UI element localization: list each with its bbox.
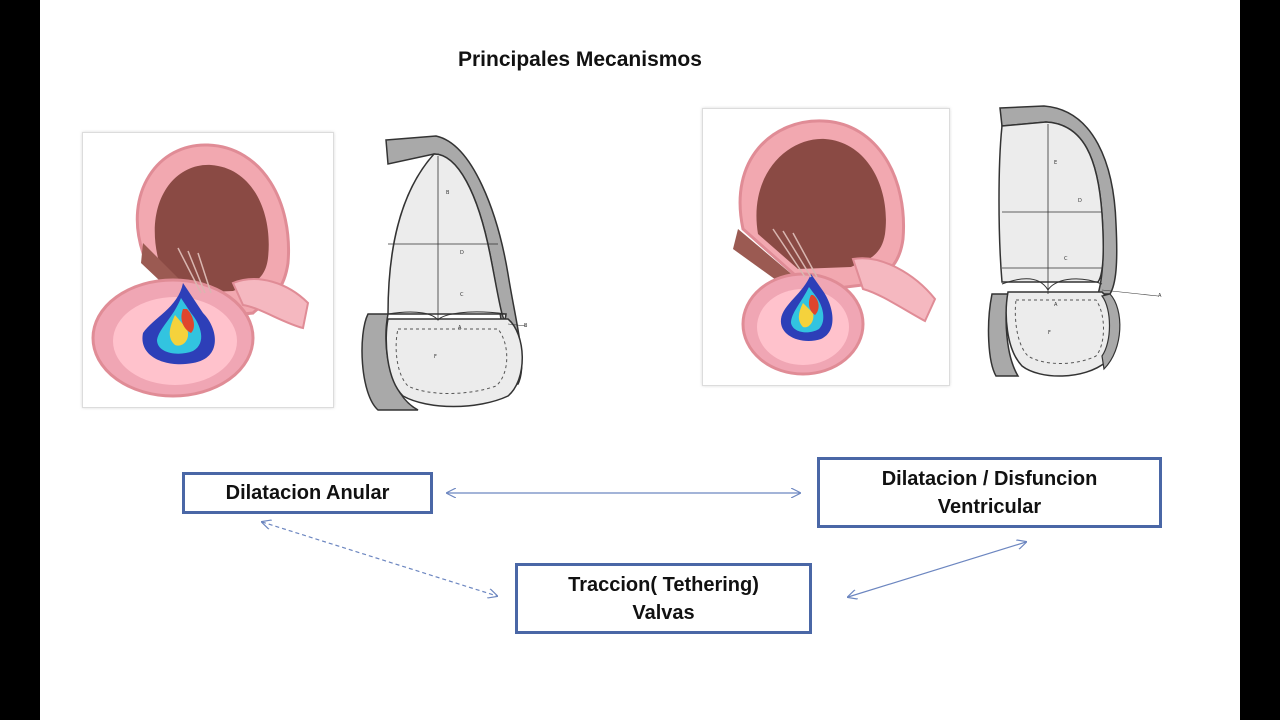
box-dilatacion-disfuncion-ventricular: Dilatacion / Disfuncion Ventricular	[817, 457, 1162, 528]
slide: Principales Mecanismos B D C	[40, 0, 1240, 720]
svg-text:E: E	[1054, 160, 1057, 166]
svg-text:A: A	[1158, 293, 1162, 299]
left-heart-illustration-frame	[82, 132, 334, 408]
box-dilatacion-anular: Dilatacion Anular	[182, 472, 433, 514]
box-dilatacion-anular-label: Dilatacion Anular	[225, 482, 390, 504]
box-ventricular-label-line2: Ventricular	[937, 495, 1042, 518]
heart-regurgitation-illustration-right	[733, 119, 937, 376]
slide-title: Principales Mecanismos	[458, 48, 702, 71]
mechanism-arrows	[40, 0, 1240, 720]
ventricle-schematic-right: E D C A F A	[987, 105, 1162, 377]
arrow-tethering-ventricular	[848, 542, 1026, 597]
arrow-annular-tethering	[262, 522, 497, 596]
box-tethering-label-line1: Traccion( Tethering)	[568, 573, 759, 596]
right-heart-illustration-frame	[702, 108, 950, 386]
box-ventricular-label-line1: Dilatacion / Disfuncion	[881, 467, 1098, 490]
svg-text:C: C	[1064, 256, 1068, 262]
svg-text:C: C	[460, 292, 464, 298]
svg-text:F: F	[1048, 330, 1051, 336]
box-tethering-label-line2: Valvas	[632, 601, 695, 624]
svg-text:D: D	[460, 250, 464, 256]
ventricle-schematic-left: B D C A F B	[361, 135, 528, 411]
svg-text:B: B	[524, 323, 528, 329]
svg-text:B: B	[446, 190, 450, 196]
heart-regurgitation-illustration-left	[91, 143, 310, 398]
svg-text:A: A	[1054, 302, 1058, 308]
svg-text:D: D	[1078, 198, 1082, 204]
svg-text:A: A	[458, 325, 462, 331]
svg-text:F: F	[434, 354, 437, 360]
box-traccion-tethering-valvas: Traccion( Tethering) Valvas	[515, 563, 812, 634]
